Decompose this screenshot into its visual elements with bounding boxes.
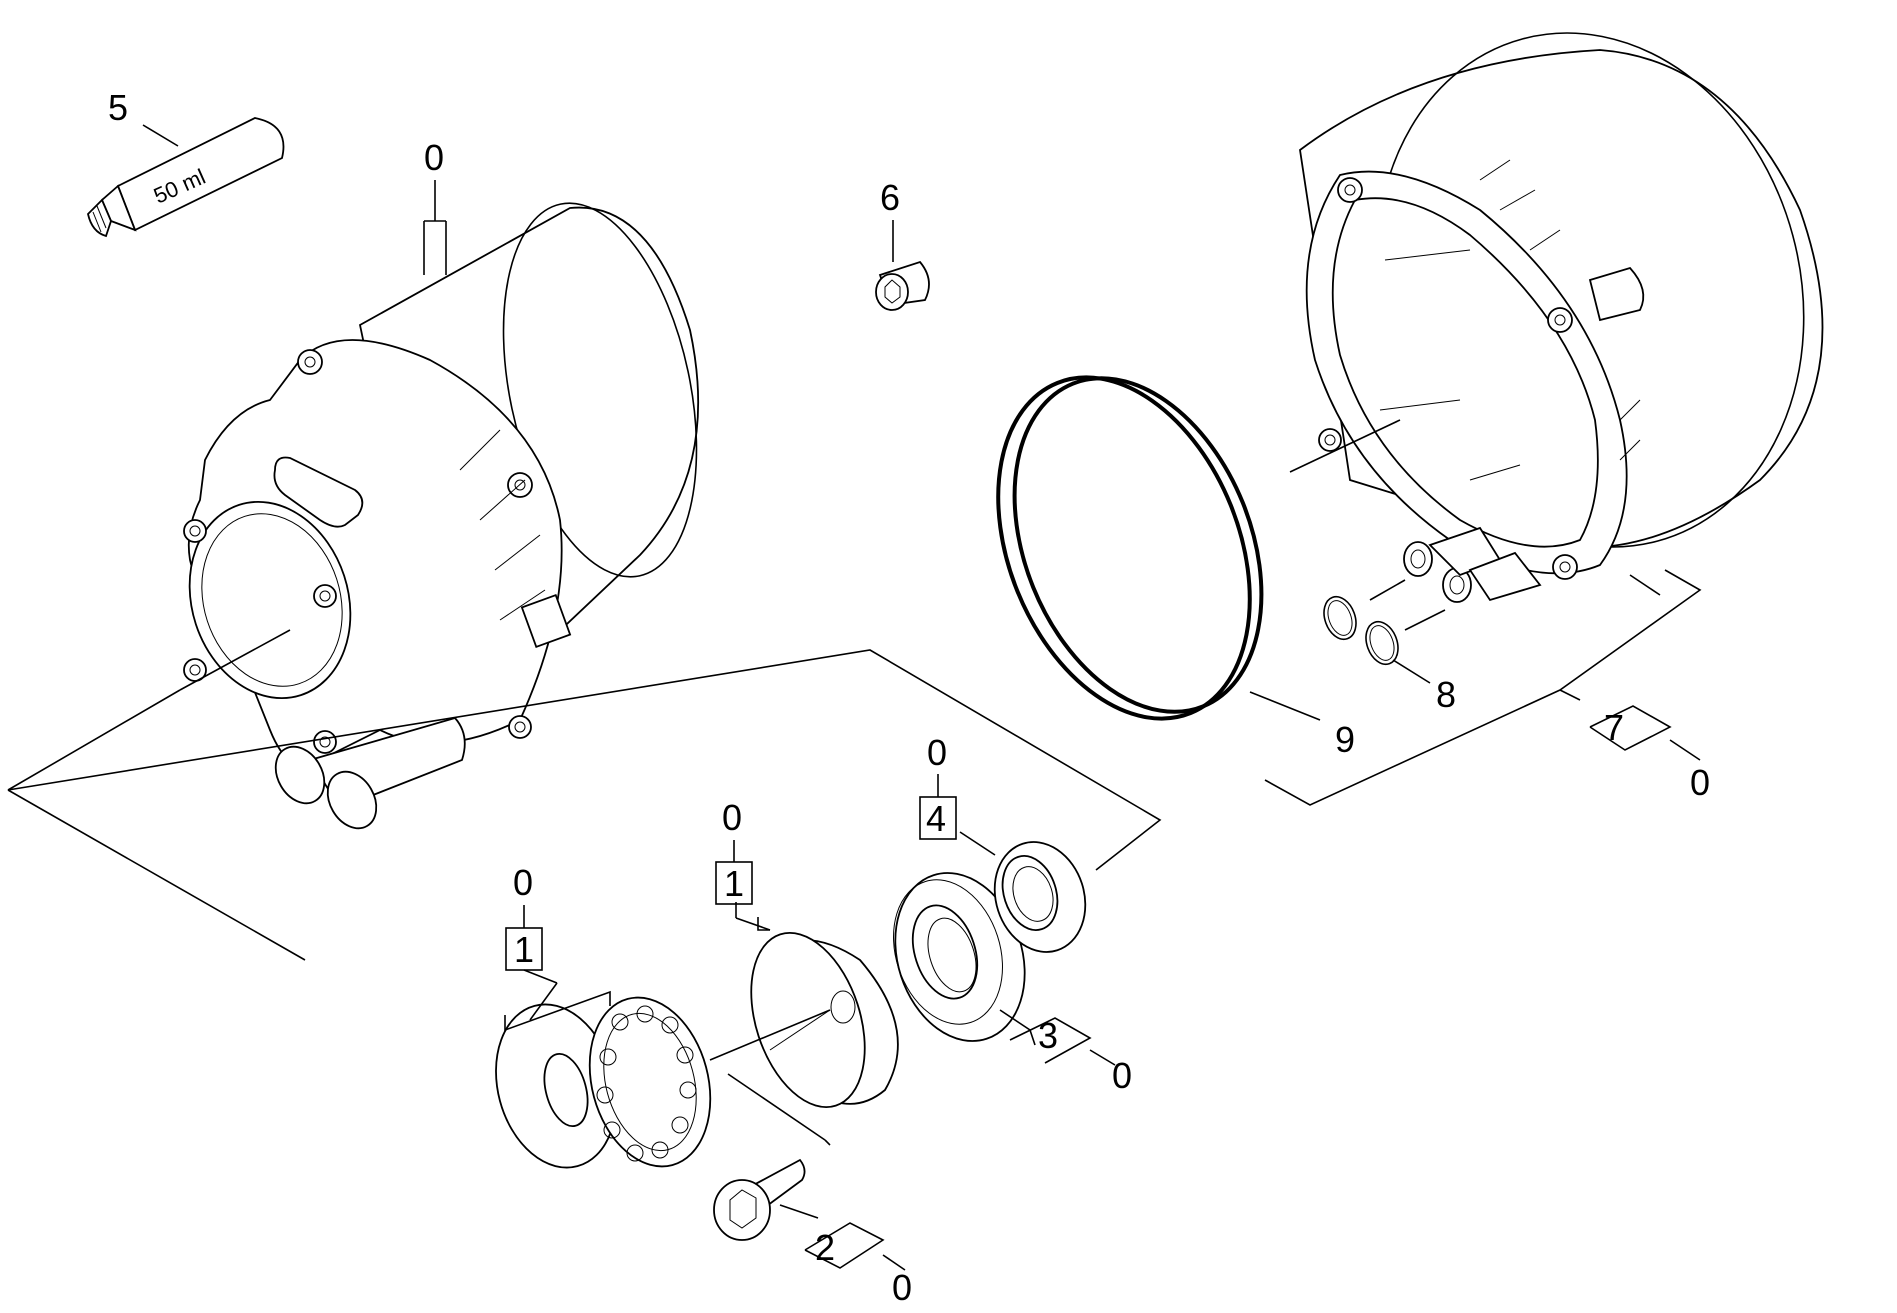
- callout-0-bearing: 0: [1112, 1055, 1132, 1096]
- callout-0-seal: 0: [927, 732, 947, 773]
- callout-7: 7: [1604, 707, 1624, 748]
- callout-4-seal: 4: [926, 798, 946, 839]
- callout-0-swash: 0: [722, 797, 742, 838]
- callout-6: 6: [880, 177, 900, 218]
- grease-tube: 50 ml: [87, 117, 285, 238]
- callout-0-housing: 0: [424, 137, 444, 178]
- ball-bearing-3: [893, 872, 1026, 1042]
- callout-0-flange: 0: [1690, 762, 1710, 803]
- swash-plate: [750, 932, 899, 1108]
- callout-0-bolt: 0: [892, 1267, 912, 1308]
- seal-4: [993, 841, 1087, 953]
- small-o-rings-8: [1323, 595, 1399, 666]
- callout-1-thrust: 1: [514, 929, 534, 970]
- callout-5: 5: [108, 87, 128, 128]
- pump-flange: [1299, 32, 1824, 603]
- callout-9: 9: [1335, 719, 1355, 760]
- callout-8: 8: [1436, 674, 1456, 715]
- thrust-bearing-cage: [588, 996, 712, 1168]
- callout-3: 3: [1038, 1015, 1058, 1056]
- thrust-washer: [495, 1003, 617, 1169]
- callout-2: 2: [815, 1227, 835, 1268]
- o-ring-9: [996, 375, 1264, 721]
- pump-housing: [183, 202, 700, 830]
- callout-1-swash: 1: [724, 863, 744, 904]
- bolt-2: [713, 1158, 806, 1241]
- assembly-frame: [7, 649, 1162, 961]
- callout-0-thrust: 0: [513, 862, 533, 903]
- screw-6: [875, 260, 930, 311]
